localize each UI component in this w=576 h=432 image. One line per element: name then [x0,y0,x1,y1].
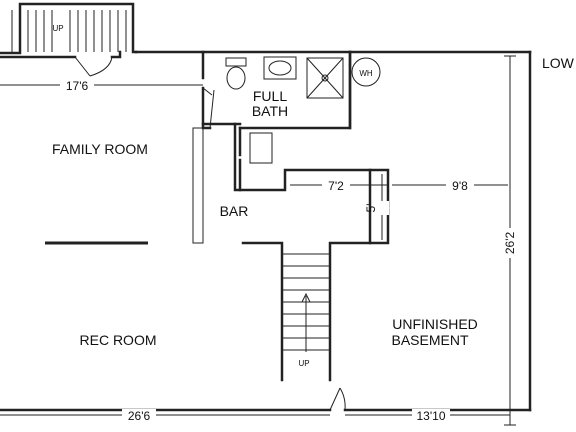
rec-room-label: REC ROOM [80,332,157,348]
water-heater-label: WH [359,69,373,78]
top-left-stair-walls [0,2,138,59]
unfinished-label-line2: BASEMENT [391,332,468,348]
dimension-right-run: 9'8 [452,179,468,193]
water-heater-icon [351,57,381,87]
dimension-bar-run: 7'2 [328,179,344,193]
doors [74,56,346,411]
dimension-right-height: 26'2 [503,232,517,255]
dimension-short-depth: 5' [364,204,378,213]
top-left-staircase [11,10,127,52]
unfinished-label-line1: UNFINISHED [392,316,478,332]
family-room-label: FAMILY ROOM [52,141,148,157]
sink-icon [263,56,297,80]
shower-icon [306,57,344,99]
dimension-bottom-left: 26'6 [128,409,151,423]
dimension-bottom-right: 13'10 [417,409,446,423]
center-stair-label: UP [298,359,309,368]
full-bath-label-line2: BATH [252,103,288,119]
top-left-stair-label: UP [52,24,63,33]
full-bath-label-line1: FULL [253,88,287,104]
toilet-icon [225,57,247,90]
bar-area-walls [233,122,390,382]
bar-label: BAR [220,203,249,219]
center-staircase [282,253,330,352]
dimension-top-left: 17'6 [66,79,89,93]
bar-cabinet [249,132,273,164]
title-partial: LOW [542,55,575,71]
bar-counter [192,127,204,244]
